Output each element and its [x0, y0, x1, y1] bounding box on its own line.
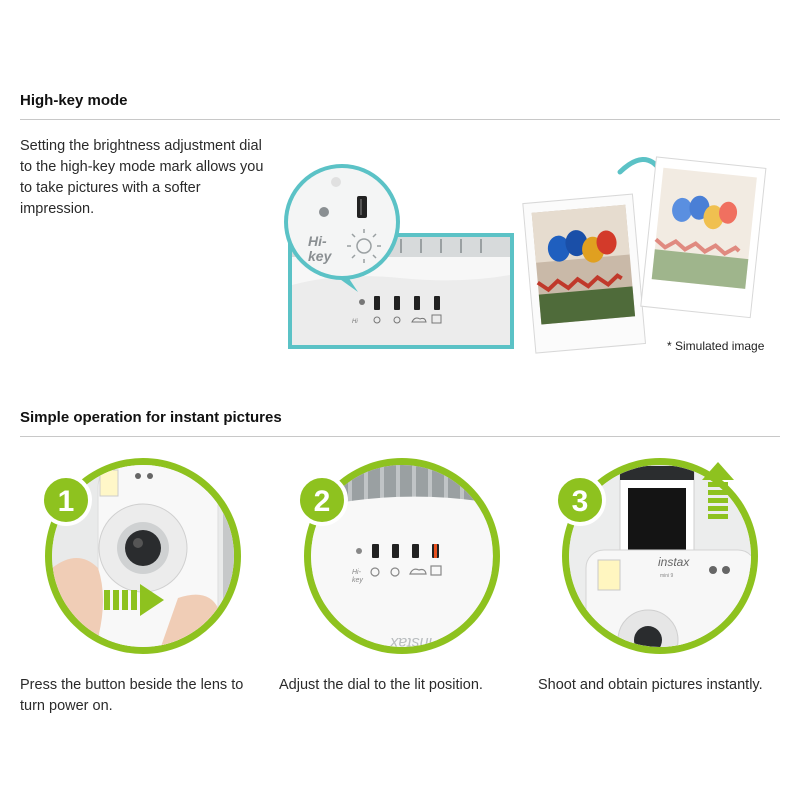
step-3-caption: Shoot and obtain pictures instantly.	[538, 677, 763, 693]
section-title-high-key: High-key mode	[20, 92, 128, 109]
section-divider	[20, 119, 780, 120]
step-number-badge: 1	[58, 485, 75, 518]
dial-closeup-illustration: Hi Hi- key	[280, 160, 515, 350]
camera-model-label: mini 9	[660, 573, 674, 579]
step-1-caption: Press the button beside the lens to turn…	[20, 677, 244, 714]
arrow-icon	[617, 157, 663, 175]
svg-text:instax: instax	[389, 634, 432, 651]
simulated-image-note: * Simulated image	[667, 339, 765, 353]
step-number-badge: 3	[572, 485, 589, 518]
hi-key-mark-line1: Hi-	[308, 233, 327, 249]
step-3-illustration: 3 instax mini 9	[548, 448, 758, 658]
svg-text:Hi: Hi	[352, 319, 358, 325]
high-key-description: Setting the brightness adjustment dial t…	[20, 138, 264, 217]
step-1-illustration: 1	[38, 448, 248, 658]
step-2-caption: Adjust the dial to the lit position.	[279, 677, 483, 693]
section-divider	[20, 436, 780, 437]
sun-icon	[347, 229, 381, 263]
svg-text:Hi-: Hi-	[352, 569, 362, 576]
hi-key-mark-line2: key	[308, 248, 333, 264]
photo-comparison-illustration	[520, 150, 775, 355]
svg-text:key: key	[352, 577, 363, 584]
arrow-up-icon	[702, 462, 734, 519]
section-title-simple-operation: Simple operation for instant pictures	[20, 409, 282, 426]
step-2-illustration: Hi- key instax 2	[292, 448, 502, 658]
step-number-badge: 2	[314, 485, 331, 518]
camera-brand-label: instax	[658, 555, 690, 569]
